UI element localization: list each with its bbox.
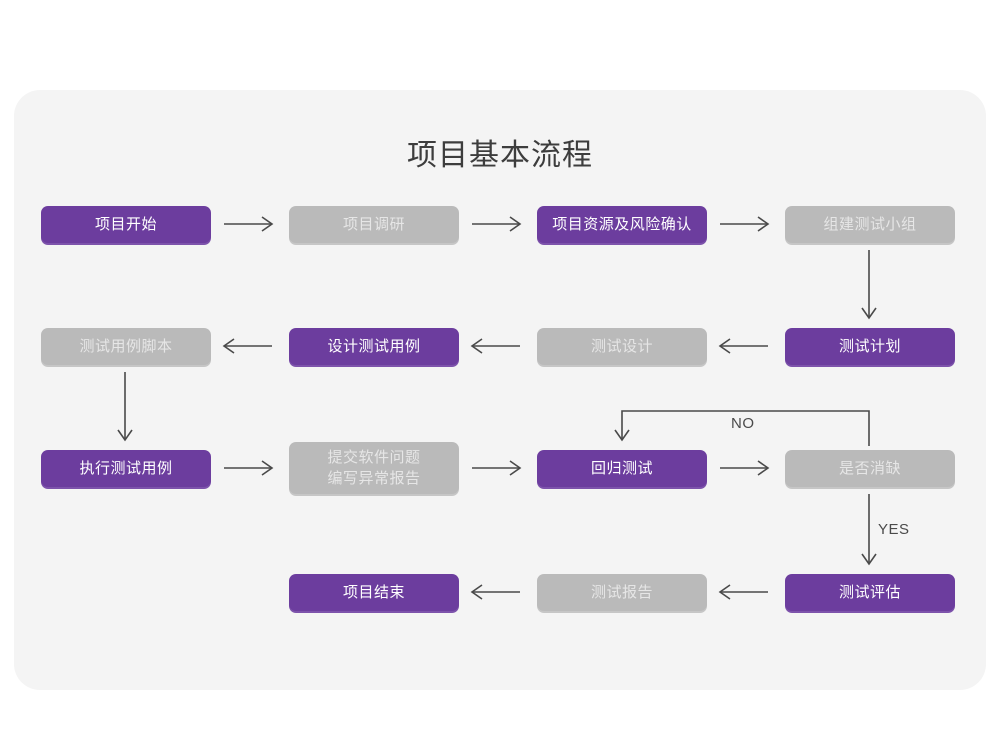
edge-n13-n14 bbox=[718, 584, 768, 600]
edge-n8-n9 bbox=[117, 372, 133, 442]
edge-n1-n2 bbox=[224, 216, 274, 232]
node-project-research[interactable]: 项目调研 bbox=[289, 206, 459, 243]
edge-n10-n11 bbox=[472, 460, 522, 476]
edge-n4-n5 bbox=[861, 250, 877, 320]
node-test-evaluation[interactable]: 测试评估 bbox=[785, 574, 955, 611]
edge-label-yes: YES bbox=[878, 521, 910, 538]
edge-label-no: NO bbox=[731, 415, 755, 432]
node-test-design[interactable]: 测试设计 bbox=[537, 328, 707, 365]
edge-n5-n6 bbox=[718, 338, 768, 354]
node-design-test-cases[interactable]: 设计测试用例 bbox=[289, 328, 459, 365]
node-resource-risk-confirm[interactable]: 项目资源及风险确认 bbox=[537, 206, 707, 243]
edge-n7-n8 bbox=[222, 338, 272, 354]
node-form-test-team[interactable]: 组建测试小组 bbox=[785, 206, 955, 243]
node-regression-test[interactable]: 回归测试 bbox=[537, 450, 707, 487]
page-title: 项目基本流程 bbox=[407, 139, 593, 172]
node-project-start[interactable]: 项目开始 bbox=[41, 206, 211, 243]
node-test-plan[interactable]: 测试计划 bbox=[785, 328, 955, 365]
edge-n2-n3 bbox=[472, 216, 522, 232]
node-test-report[interactable]: 测试报告 bbox=[537, 574, 707, 611]
node-defects-cleared[interactable]: 是否消缺 bbox=[785, 450, 955, 487]
edge-n9-n10 bbox=[224, 460, 274, 476]
node-project-end[interactable]: 项目结束 bbox=[289, 574, 459, 611]
edge-n6-n7 bbox=[470, 338, 520, 354]
edge-n14-n15 bbox=[470, 584, 520, 600]
edge-n11-n12 bbox=[720, 460, 770, 476]
edge-n3-n4 bbox=[720, 216, 770, 232]
node-execute-test-cases[interactable]: 执行测试用例 bbox=[41, 450, 211, 487]
node-test-case-script[interactable]: 测试用例脚本 bbox=[41, 328, 211, 365]
edge-n12-n13-yes bbox=[861, 494, 877, 566]
node-submit-defect-report[interactable]: 提交软件问题 编写异常报告 bbox=[289, 442, 459, 494]
edge-n12-n11-no bbox=[614, 410, 870, 446]
